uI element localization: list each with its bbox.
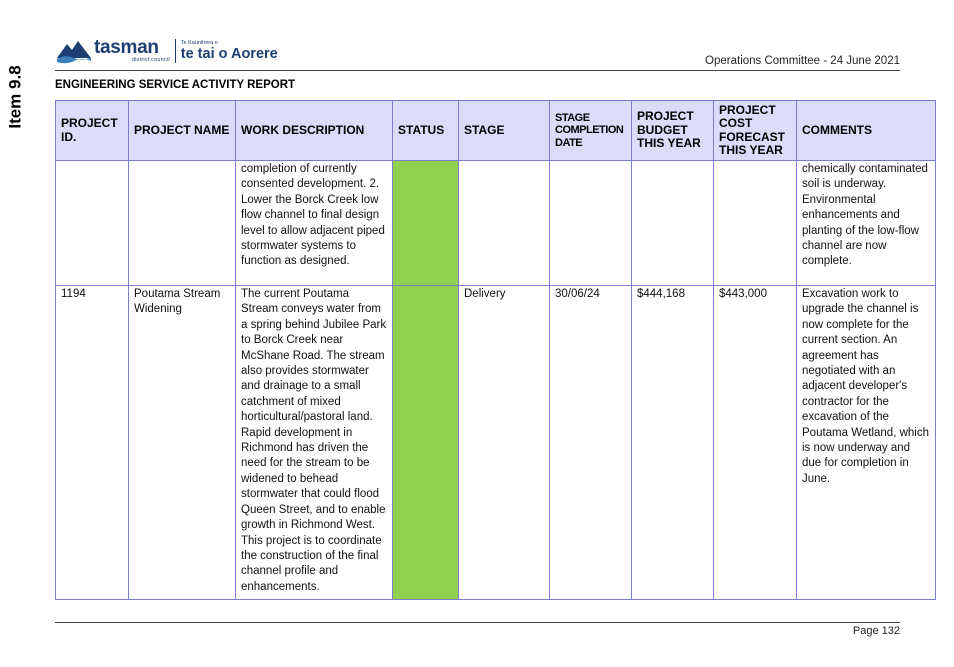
- table-row: completion of currently consented develo…: [55, 160, 936, 286]
- cell-stage: [458, 160, 550, 286]
- logo-name: tasman: [94, 37, 159, 59]
- column-header-cost-forecast: PROJECT COST FORECAST THIS YEAR: [713, 100, 797, 161]
- cell-forecast: $443,000: [713, 285, 797, 600]
- column-header-work-description: WORK DESCRIPTION: [235, 100, 393, 161]
- table-header-row: PROJECT ID. PROJECT NAME WORK DESCRIPTIO…: [55, 100, 936, 161]
- cell-work-description: The current Poutama Stream conveys water…: [235, 285, 393, 600]
- cell-project-name: Poutama Stream Widening: [128, 285, 236, 600]
- column-header-stage: STAGE: [458, 100, 550, 161]
- column-header-stage-completion-date: STAGE COMPLETION DATE: [549, 100, 632, 161]
- column-header-status: STATUS: [392, 100, 459, 161]
- cell-stage: Delivery: [458, 285, 550, 600]
- cell-project-name: [128, 160, 236, 286]
- cell-forecast: [713, 160, 797, 286]
- council-logo: tasman district council Te Kaunihera o t…: [56, 34, 278, 68]
- cell-budget: [631, 160, 714, 286]
- activity-table: PROJECT ID. PROJECT NAME WORK DESCRIPTIO…: [55, 100, 936, 600]
- cell-completion-date: [549, 160, 632, 286]
- logo-maori-small: Te Kaunihera o: [180, 39, 218, 46]
- logo-divider: [174, 39, 176, 63]
- cell-comments: Excavation work to upgrade the channel i…: [796, 285, 936, 600]
- cell-completion-date: 30/06/24: [549, 285, 632, 600]
- report-title: ENGINEERING SERVICE ACTIVITY REPORT: [55, 79, 296, 91]
- status-indicator-green: [392, 285, 459, 600]
- table-row: 1194 Poutama Stream Widening The current…: [55, 285, 936, 600]
- column-header-project-id: PROJECT ID.: [55, 100, 129, 161]
- cell-project-id: 1194: [55, 285, 129, 600]
- footer-rule: [55, 622, 900, 623]
- mountain-wave-icon: [57, 41, 91, 64]
- cell-comments: chemically contaminated soil is underway…: [796, 160, 936, 286]
- agenda-item-label: Item 9.8: [2, 52, 30, 142]
- cell-project-id: [55, 160, 129, 286]
- cell-work-description: completion of currently consented develo…: [235, 160, 393, 286]
- status-indicator-green: [392, 160, 459, 286]
- column-header-comments: COMMENTS: [796, 100, 936, 161]
- column-header-project-budget: PROJECT BUDGET THIS YEAR: [631, 100, 714, 161]
- header-rule: [55, 70, 900, 71]
- cell-budget: $444,168: [631, 285, 714, 600]
- column-header-project-name: PROJECT NAME: [128, 100, 236, 161]
- page-number: Page 132: [852, 625, 900, 637]
- agenda-item-text: Item 9.8: [6, 65, 25, 129]
- logo-subtitle: district council: [132, 57, 170, 64]
- logo-maori-name: te tai o Aorere: [180, 46, 278, 62]
- meeting-title: Operations Committee - 24 June 2021: [705, 55, 900, 67]
